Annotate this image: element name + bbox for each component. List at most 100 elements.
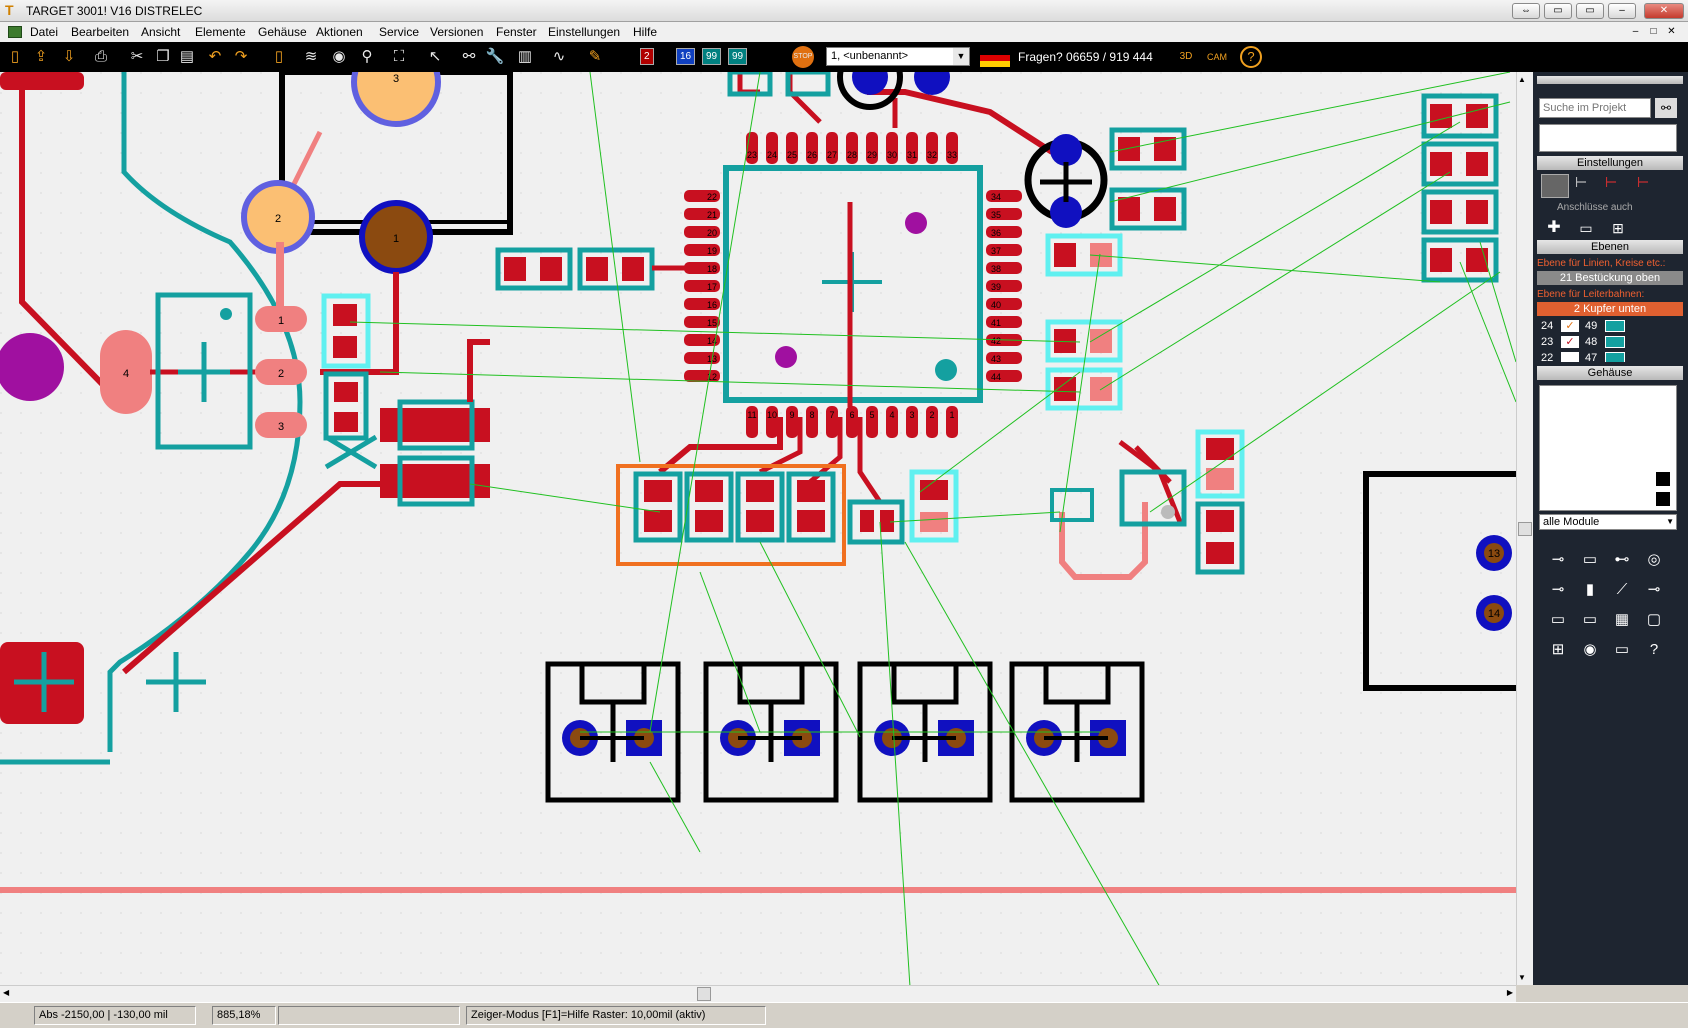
- scroll-left-icon[interactable]: ◀: [3, 988, 10, 997]
- pen-icon[interactable]: ✎: [588, 48, 602, 65]
- led-icon[interactable]: ◉: [1583, 641, 1597, 658]
- open-project-icon[interactable]: ▯: [274, 48, 284, 65]
- print-icon[interactable]: ⎙: [94, 48, 107, 65]
- crystal-icon[interactable]: ⊸: [1647, 581, 1661, 598]
- close-button[interactable]: ✕: [1644, 3, 1684, 19]
- layer-color-swatch[interactable]: [1605, 352, 1625, 362]
- ic-icon[interactable]: ▭: [1582, 611, 1598, 628]
- cut-icon[interactable]: ✂: [130, 48, 144, 65]
- app-icon: T: [5, 2, 14, 18]
- module-select[interactable]: alle Module▼: [1539, 514, 1677, 530]
- checkbox[interactable]: [1561, 352, 1579, 362]
- ic-pin-label: 16: [707, 300, 717, 310]
- monitor-icon[interactable]: ▭: [1579, 220, 1593, 236]
- mdi-close-button[interactable]: ✕: [1667, 26, 1676, 37]
- zoom-fit-icon[interactable]: ⛶: [393, 48, 405, 65]
- minimize-button[interactable]: –: [1608, 3, 1636, 19]
- snap-option-icon[interactable]: [1541, 174, 1569, 198]
- battery-icon[interactable]: ⊞: [1551, 641, 1565, 658]
- menu-aktionen[interactable]: Aktionen: [316, 25, 363, 39]
- layer-list[interactable]: 24 ✓ 49 23 ✓ 48 22 47: [1537, 320, 1683, 362]
- layer-color-swatch[interactable]: [1605, 336, 1625, 348]
- stop-icon[interactable]: STOP: [792, 46, 814, 68]
- paste-icon[interactable]: ▤: [179, 48, 195, 65]
- menu-einstellungen[interactable]: Einstellungen: [548, 25, 621, 39]
- search-input[interactable]: [1539, 98, 1651, 118]
- check-icon[interactable]: ✓: [1561, 320, 1579, 332]
- scroll-up-icon[interactable]: ▲: [1518, 75, 1526, 84]
- panel-grip[interactable]: [1537, 76, 1683, 84]
- snap-red2-icon[interactable]: ⊢: [1637, 174, 1650, 190]
- pointer-icon[interactable]: ↖: [428, 48, 442, 65]
- wrench-icon[interactable]: 🔧: [485, 48, 505, 65]
- snap-left-icon[interactable]: ⊢: [1575, 174, 1588, 190]
- search-results[interactable]: [1539, 124, 1677, 152]
- menu-fenster[interactable]: Fenster: [496, 25, 537, 39]
- layer-color-swatch[interactable]: [1605, 320, 1625, 332]
- scroll-right-icon[interactable]: ▶: [1506, 988, 1513, 997]
- menu-service[interactable]: Service: [379, 25, 420, 39]
- diode-icon[interactable]: ⊸: [1551, 581, 1565, 598]
- display-icon[interactable]: ▭: [1614, 641, 1630, 658]
- vertical-scrollbar[interactable]: ▲ ▼: [1516, 72, 1533, 985]
- vscroll-thumb[interactable]: [1518, 522, 1532, 536]
- menu-elemente[interactable]: Elemente: [195, 25, 246, 39]
- connector-icon[interactable]: ▭: [1550, 611, 1566, 628]
- resize-icon[interactable]: ⇔: [1512, 3, 1540, 19]
- grid-icon[interactable]: ⊞: [1612, 220, 1624, 236]
- transistor-icon[interactable]: ▮: [1585, 581, 1595, 598]
- plus-icon[interactable]: ✚: [1547, 219, 1561, 236]
- dip-icon[interactable]: ▦: [1614, 611, 1630, 628]
- layer99b-tag[interactable]: 99: [728, 48, 748, 65]
- menu-bearbeiten[interactable]: Bearbeiten: [71, 25, 130, 39]
- horizontal-scrollbar[interactable]: ◀ ▶: [0, 985, 1516, 1002]
- layer-select[interactable]: 1, <unbenannt>▼: [826, 47, 970, 66]
- help-icon[interactable]: ?: [1240, 46, 1262, 68]
- scroll-down-icon[interactable]: ▼: [1518, 973, 1526, 982]
- layer2-tag[interactable]: 2: [640, 48, 654, 65]
- undo-icon[interactable]: ↶: [208, 48, 222, 65]
- restore-small-icon[interactable]: ▭: [1544, 3, 1572, 19]
- 3d-view-icon[interactable]: 3D: [1179, 51, 1193, 62]
- layer99a-tag[interactable]: 99: [702, 48, 722, 65]
- route-icon[interactable]: ∿: [552, 48, 566, 65]
- resistor-icon[interactable]: ⊸: [1551, 551, 1565, 568]
- capacitor-icon[interactable]: ▭: [1582, 551, 1598, 568]
- menu-versionen[interactable]: Versionen: [430, 25, 484, 39]
- menu-ansicht[interactable]: Ansicht: [141, 25, 181, 39]
- menu-datei[interactable]: Datei: [30, 25, 59, 39]
- mdi-restore-button[interactable]: □: [1650, 26, 1657, 37]
- binoculars-icon[interactable]: ⚯: [1655, 98, 1677, 118]
- cam-icon[interactable]: CAM: [1207, 52, 1227, 62]
- plcc-icon[interactable]: ▢: [1646, 611, 1662, 628]
- binoculars-icon[interactable]: ⚯: [462, 48, 476, 65]
- eye-icon[interactable]: ◉: [332, 48, 346, 65]
- hscroll-thumb[interactable]: [697, 987, 711, 1001]
- switch-icon[interactable]: ⟋: [1616, 581, 1628, 598]
- copy-icon[interactable]: ❐: [156, 48, 170, 65]
- potentiometer-icon[interactable]: ◎: [1647, 551, 1661, 568]
- layer-unten-select[interactable]: 2 Kupfer unten: [1537, 302, 1683, 316]
- menu-gehaeuse[interactable]: Gehäuse: [258, 25, 307, 39]
- menu-hilfe[interactable]: Hilfe: [633, 25, 658, 39]
- mdi-minimize-button[interactable]: –: [1632, 26, 1639, 37]
- layers-icon[interactable]: ≋: [304, 48, 318, 65]
- import-icon[interactable]: ⇪: [34, 48, 48, 65]
- layer-oben-select[interactable]: 21 Bestückung oben: [1537, 271, 1683, 285]
- component-icon[interactable]: ▥: [517, 48, 533, 65]
- layer16-tag[interactable]: 16: [676, 48, 696, 65]
- snap-red-icon[interactable]: ⊢: [1605, 174, 1618, 190]
- zoom-icon[interactable]: ⚲: [361, 48, 373, 65]
- inductor-icon[interactable]: ⊷: [1614, 551, 1630, 568]
- gehaeuse-header[interactable]: Gehäuse: [1537, 366, 1683, 380]
- export-icon[interactable]: ⇩: [62, 48, 76, 65]
- redo-icon[interactable]: ↷: [234, 48, 248, 65]
- check-icon[interactable]: ✓: [1561, 336, 1579, 348]
- help-icon[interactable]: ?: [1649, 641, 1659, 658]
- tile-icon[interactable]: ▭: [1576, 3, 1604, 19]
- new-file-icon[interactable]: ▯: [10, 48, 20, 65]
- ebenen-header[interactable]: Ebenen: [1537, 240, 1683, 254]
- einstellungen-header[interactable]: Einstellungen: [1537, 156, 1683, 170]
- ic-pin: [846, 132, 858, 164]
